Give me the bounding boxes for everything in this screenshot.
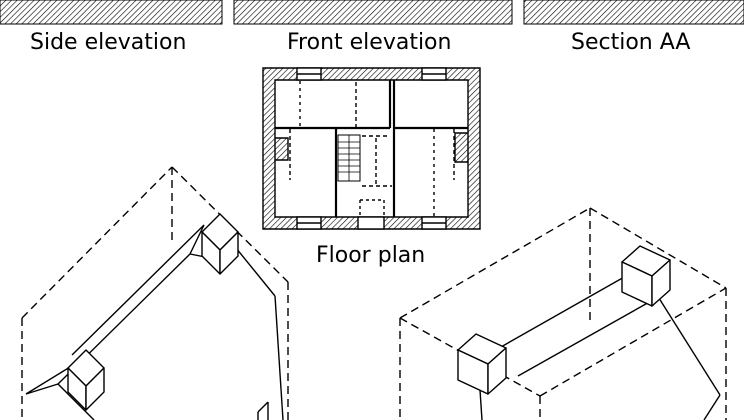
floor-plan-label: Floor plan [316,243,426,268]
side-elevation-label: Side elevation [30,30,187,55]
side-elevation-strip [0,0,223,25]
left-roof [25,224,284,420]
isometric-view-left [21,166,289,420]
front-elevation-strip [233,0,513,25]
section-aa-strip [523,0,744,25]
left-chimney-top [201,213,239,275]
left-bounding-box [21,166,289,420]
front-elevation-label: Front elevation [287,30,452,55]
section-aa-label: Section AA [571,30,691,55]
isometric-view-right [399,207,727,420]
right-chimney-bottom [457,333,507,395]
left-window [257,401,269,420]
right-bounding-box [399,207,727,420]
floor-plan-walls [262,67,481,230]
left-chimney-bottom [67,349,105,411]
right-chimney-top [621,245,671,307]
floor-plan [262,67,481,230]
right-roof [477,267,721,420]
